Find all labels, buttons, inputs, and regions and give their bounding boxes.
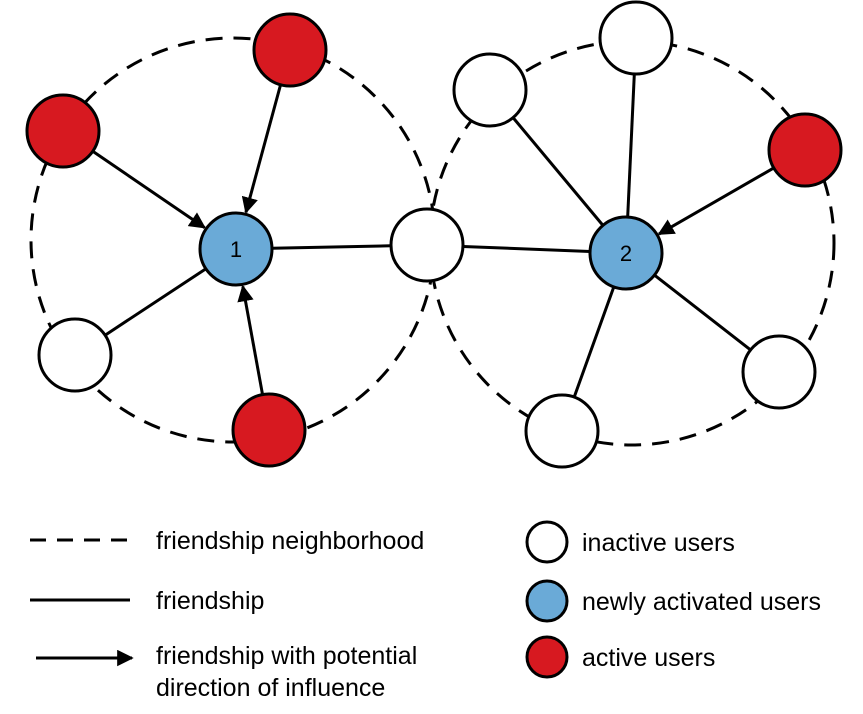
friendship-edge-i-right-bottom-n2 (653, 273, 752, 352)
legend-influence: friendship with potential direction of i… (36, 642, 417, 702)
friendship-edge-i-top-n2 (626, 73, 636, 218)
legend-newly-activated: newly activated users (525, 579, 821, 623)
node-n1: 1 (198, 211, 274, 287)
legend: friendship neighborhood friendship frien… (30, 520, 821, 702)
node-i-bottom (524, 393, 600, 469)
friendship-edge-bridge-n2 (462, 244, 591, 254)
node-n2: 2 (588, 215, 664, 291)
node-i-top (598, 0, 674, 76)
edges (91, 73, 775, 398)
node-circle-i-left (37, 317, 113, 393)
legend-neighborhood: friendship neighborhood (30, 527, 424, 555)
legend-active-label: active users (582, 644, 715, 672)
friendship-edge-i-top-left-n2 (511, 116, 605, 227)
influence-edge-a-bottom-n1 (237, 284, 265, 395)
neighborhood-2 (428, 39, 836, 447)
legend-newly-activated-label: newly activated users (582, 588, 821, 616)
legend-active-icon (525, 635, 569, 679)
legend-inactive: inactive users (525, 520, 735, 564)
node-bridge (389, 207, 465, 283)
node-circle-a-left (25, 93, 101, 169)
legend-inactive-icon (525, 520, 569, 564)
node-i-right-bottom (741, 334, 817, 410)
node-i-top-left (452, 52, 528, 128)
friendship-edge-i-left-n1 (104, 267, 207, 337)
friendship-edge-n1-bridge (271, 244, 392, 250)
node-circle-a-bottom (231, 392, 307, 468)
node-i-left (37, 317, 113, 393)
influence-edge-a-top-n1 (241, 84, 283, 214)
node-circle-a-top (252, 12, 328, 88)
node-label-n1: 1 (230, 237, 242, 262)
node-circle-bridge (389, 207, 465, 283)
influence-edge-a-right-n2 (657, 166, 775, 236)
legend-influence-label-line1: friendship with potential (156, 642, 417, 670)
legend-friendship-label: friendship (156, 587, 264, 615)
legend-newly-activated-icon (525, 579, 569, 623)
node-circle-i-top-left (452, 52, 528, 128)
node-a-top (252, 12, 328, 88)
node-circle-a-right (767, 112, 843, 188)
node-a-right (767, 112, 843, 188)
node-circle-i-top (598, 0, 674, 76)
legend-influence-label-line2: direction of influence (156, 674, 385, 702)
legend-friendship: friendship (30, 587, 264, 615)
node-label-n2: 2 (620, 241, 632, 266)
legend-active: active users (525, 635, 715, 679)
legend-inactive-label: inactive users (582, 529, 735, 557)
node-a-bottom (231, 392, 307, 468)
influence-edge-a-left-n1 (91, 150, 206, 229)
node-circle-n2 (588, 215, 664, 291)
node-circle-i-bottom (524, 393, 600, 469)
node-a-left (25, 93, 101, 169)
node-circle-n1 (198, 211, 274, 287)
legend-neighborhood-label: friendship neighborhood (156, 527, 424, 555)
friendship-edge-i-bottom-n2 (572, 286, 616, 398)
node-circle-i-right-bottom (741, 334, 817, 410)
